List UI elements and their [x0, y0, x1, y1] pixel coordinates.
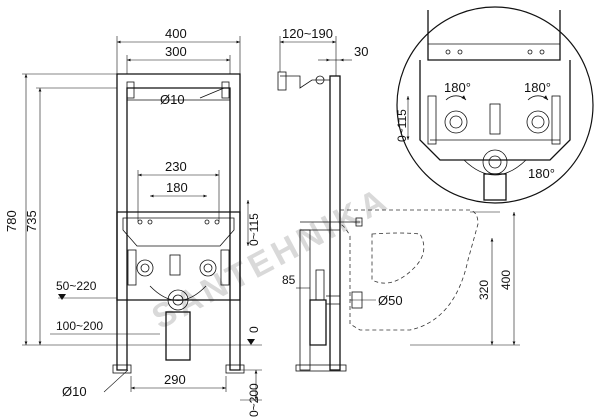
- dim-drain-height: 100~200: [56, 319, 103, 333]
- frame-outline: [112, 73, 245, 374]
- detail-circle: [396, 6, 594, 204]
- dim-180: 180: [166, 180, 188, 195]
- dim-bowl-400: 400: [499, 270, 513, 290]
- rotation-left: 180°: [444, 80, 471, 95]
- dim-290: 290: [164, 372, 186, 387]
- dim-foot-adjust: 0~200: [247, 383, 261, 417]
- foot-hole-dia: Ø10: [62, 384, 87, 399]
- hole-dia-top: Ø10: [160, 92, 185, 107]
- rotation-right: 180°: [524, 80, 551, 95]
- dim-width-300: 300: [165, 44, 187, 59]
- toilet-bowl-outline: [339, 209, 479, 331]
- detail-adjust: 0~115: [395, 109, 409, 142]
- dim-floor-zero: 0: [247, 326, 261, 333]
- watermark: SANTEHNIKA: [146, 180, 396, 337]
- dim-drain-height-85: 85: [282, 273, 296, 287]
- drain-dia: Ø50: [378, 293, 403, 308]
- side-frame: [277, 71, 363, 372]
- dim-230: 230: [165, 159, 187, 174]
- dim-inlet-height: 50~220: [56, 279, 97, 293]
- dim-profile-depth: 30: [354, 44, 368, 59]
- dim-outlet-320: 320: [477, 280, 491, 300]
- dim-width-400: 400: [165, 26, 187, 41]
- dim-mount-adjust: 0~115: [247, 213, 261, 246]
- front-view: 400 300 Ø10 230 180 0~115 780 735 50~220…: [4, 26, 262, 417]
- side-view: 120~190 30 85 Ø50 320 400: [277, 26, 520, 372]
- detail-view: 180° 180° 180° 0~115: [395, 6, 594, 204]
- dim-780: 780: [4, 210, 19, 232]
- dim-wall-distance: 120~190: [282, 26, 333, 41]
- rotation-bottom: 180°: [528, 166, 555, 181]
- dim-735: 735: [24, 210, 39, 232]
